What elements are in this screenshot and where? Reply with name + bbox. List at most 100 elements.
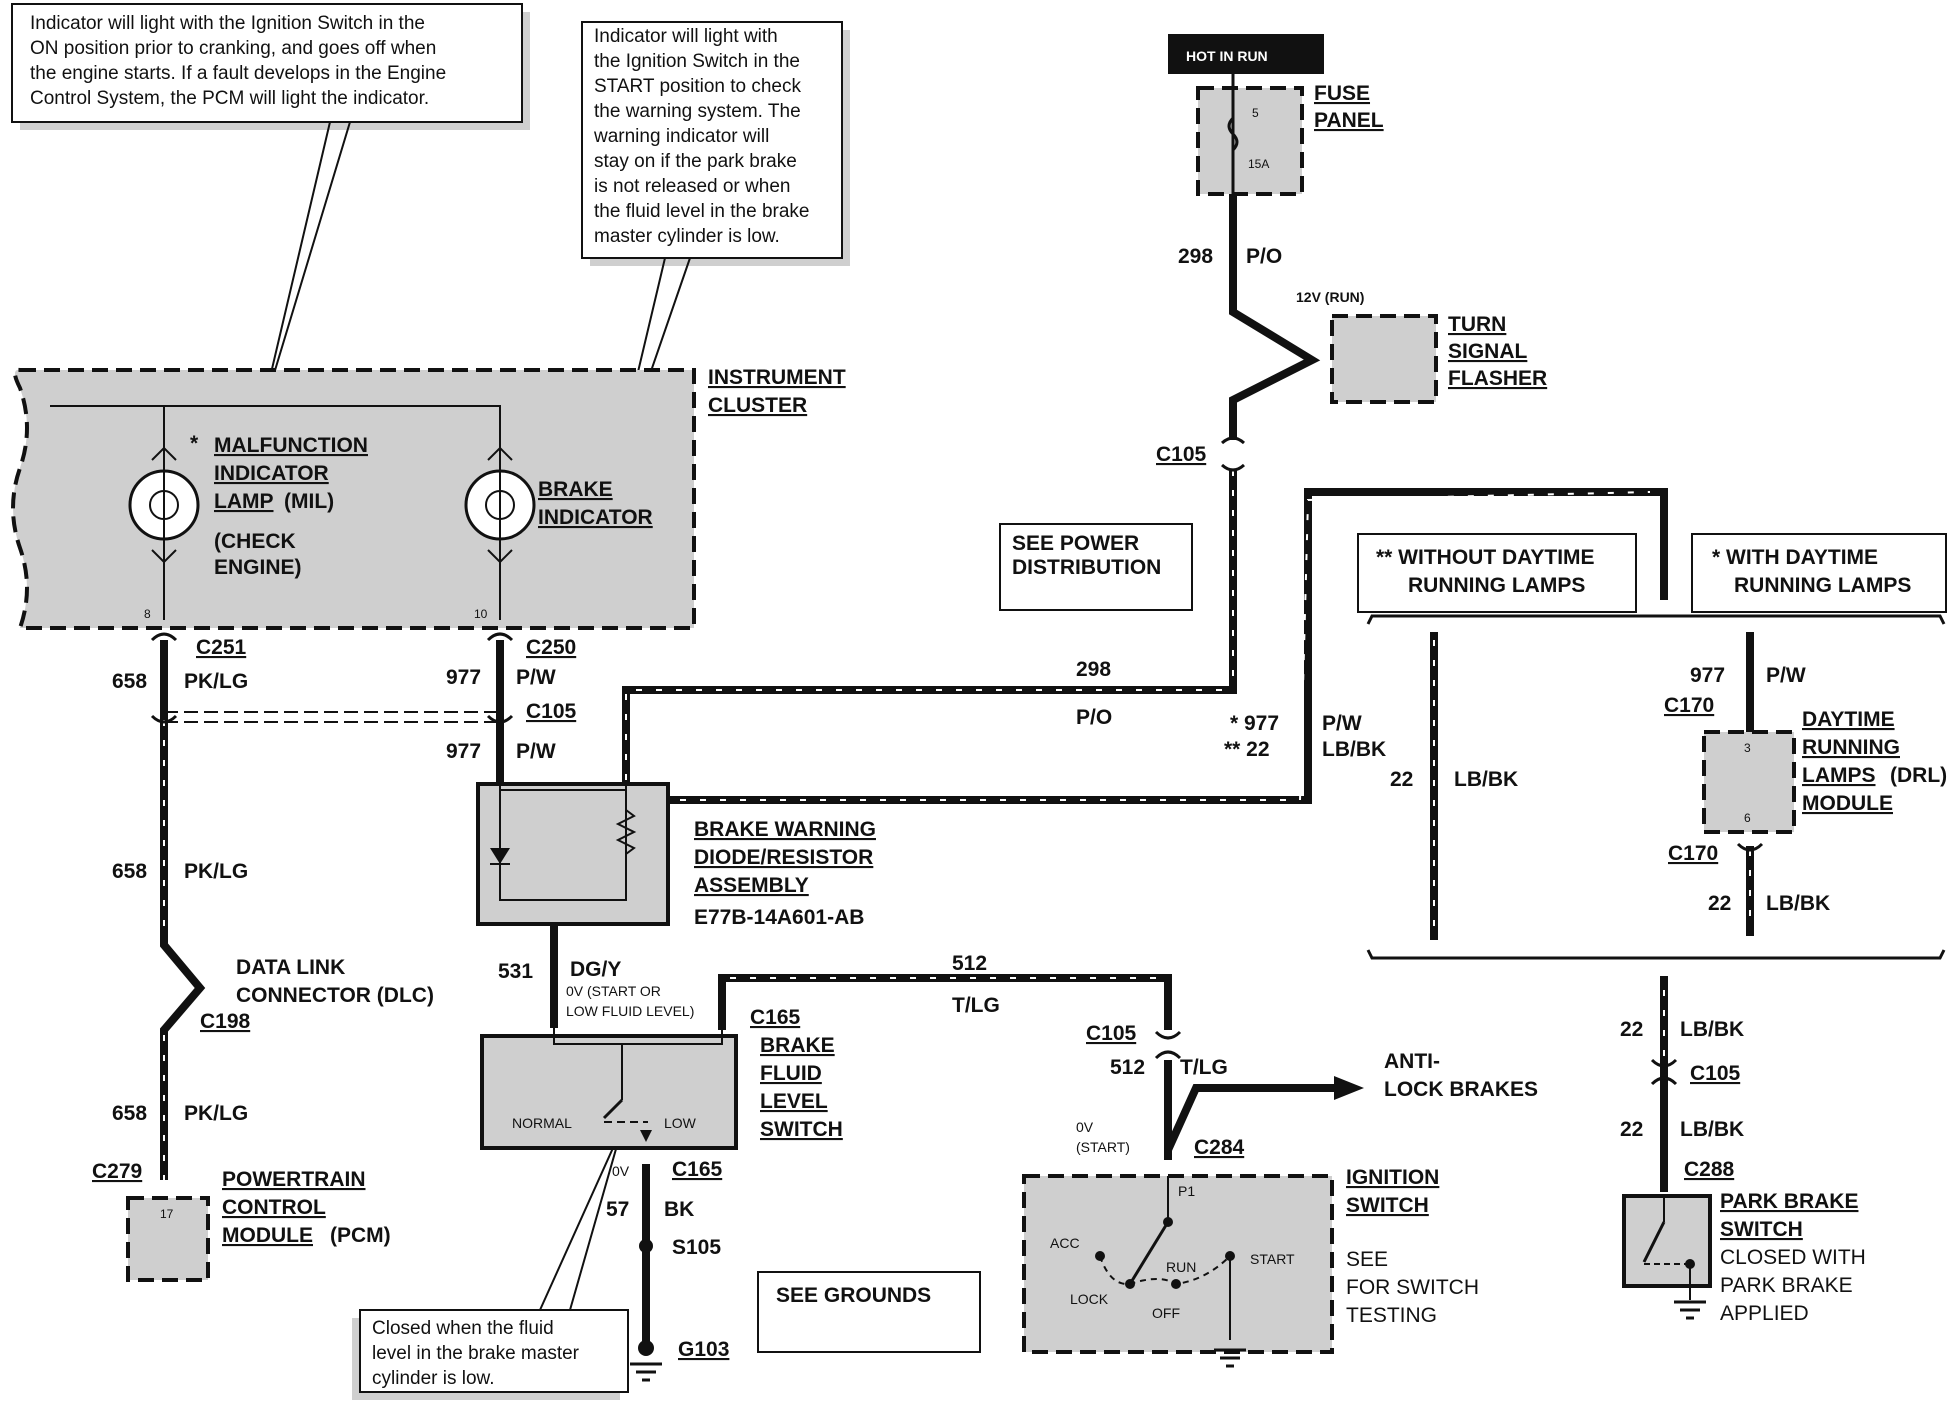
- svg-text:TURN: TURN: [1448, 313, 1506, 336]
- svg-text:(CHECK: (CHECK: [214, 530, 296, 553]
- wire-658: C251 658 PK/LG 658 PK/LG 658 PK/LG C198 …: [92, 632, 500, 1183]
- svg-text:cylinder is low.: cylinder is low.: [372, 1368, 495, 1389]
- svg-text:977: 977: [446, 666, 481, 689]
- svg-text:RUN: RUN: [1166, 1259, 1196, 1275]
- svg-text:master cylinder is low.: master cylinder is low.: [594, 226, 780, 247]
- svg-text:P/W: P/W: [516, 666, 556, 689]
- svg-text:ANTI-: ANTI-: [1384, 1050, 1440, 1073]
- svg-text:22: 22: [1708, 892, 1731, 915]
- fluid-note: Closed when the fluid level in the brake…: [352, 1127, 629, 1400]
- svg-text:DISTRIBUTION: DISTRIBUTION: [1012, 556, 1161, 579]
- svg-text:Indicator will light with the: Indicator will light with the Ignition S…: [30, 13, 425, 34]
- svg-text:57: 57: [606, 1198, 629, 1221]
- svg-text:C165: C165: [672, 1158, 723, 1181]
- svg-text:*: *: [190, 432, 199, 455]
- svg-text:22: 22: [1620, 1018, 1643, 1041]
- svg-text:22: 22: [1390, 768, 1413, 791]
- svg-text:ON position prior to cranking,: ON position prior to cranking, and goes …: [30, 38, 436, 59]
- svg-text:START: START: [1250, 1251, 1295, 1267]
- svg-text:(MIL): (MIL): [284, 490, 334, 513]
- svg-text:S105: S105: [672, 1236, 721, 1259]
- svg-text:CONNECTOR (DLC): CONNECTOR (DLC): [236, 984, 434, 1007]
- svg-text:0V: 0V: [1076, 1119, 1094, 1135]
- svg-text:LAMP: LAMP: [214, 490, 274, 513]
- svg-text:BK: BK: [664, 1198, 694, 1221]
- svg-text:10: 10: [474, 607, 488, 621]
- svg-text:0V (START OR: 0V (START OR: [566, 983, 661, 999]
- svg-text:977: 977: [1690, 664, 1725, 687]
- svg-text:298: 298: [1076, 658, 1111, 681]
- svg-text:SWITCH: SWITCH: [1346, 1194, 1429, 1217]
- svg-text:C251: C251: [196, 636, 247, 659]
- wire-298-top: 298 P/O C105: [1156, 194, 1321, 694]
- svg-text:is not released or when: is not released or when: [594, 176, 790, 197]
- svg-text:298: 298: [1178, 245, 1213, 268]
- svg-text:TESTING: TESTING: [1346, 1304, 1437, 1327]
- wire-977-22: * 977 ** 22 P/W LB/BK: [668, 488, 1668, 804]
- instrument-cluster: INSTRUMENT CLUSTER * MALFUNCTION INDICAT…: [11, 366, 846, 630]
- svg-text:531: 531: [498, 960, 533, 983]
- svg-text:BRAKE: BRAKE: [538, 478, 613, 501]
- svg-text:6: 6: [1744, 811, 1751, 825]
- svg-text:FUSE: FUSE: [1314, 82, 1370, 105]
- svg-text:8: 8: [144, 607, 151, 621]
- svg-text:LB/BK: LB/BK: [1322, 738, 1386, 761]
- svg-text:POWERTRAIN: POWERTRAIN: [222, 1168, 366, 1191]
- svg-text:P1: P1: [1178, 1183, 1195, 1199]
- park-brake-switch: PARK BRAKE SWITCH CLOSED WITH PARK BRAKE…: [1622, 1190, 1866, 1325]
- svg-text:C105: C105: [1156, 443, 1207, 466]
- svg-text:SWITCH: SWITCH: [760, 1118, 843, 1141]
- svg-text:LEVEL: LEVEL: [760, 1090, 828, 1113]
- svg-text:658: 658: [112, 1102, 147, 1125]
- svg-text:LOW FLUID LEVEL): LOW FLUID LEVEL): [566, 1003, 694, 1019]
- svg-text:PK/LG: PK/LG: [184, 670, 248, 693]
- svg-text:INDICATOR: INDICATOR: [214, 462, 329, 485]
- ignition-switch: ACC LOCK RUN OFF START P1 IGNITION SWITC…: [1022, 1166, 1479, 1368]
- turn-signal-flasher: TURN SIGNAL FLASHER 12V (RUN): [1296, 289, 1547, 404]
- svg-text:SIGNAL: SIGNAL: [1448, 340, 1528, 363]
- svg-text:LB/BK: LB/BK: [1766, 892, 1830, 915]
- svg-text:PARK BRAKE: PARK BRAKE: [1720, 1274, 1853, 1297]
- svg-text:OFF: OFF: [1152, 1305, 1180, 1321]
- mil-note: Indicator will light with the Ignition S…: [11, 3, 530, 421]
- svg-text:C198: C198: [200, 1010, 251, 1033]
- svg-text:C105: C105: [1086, 1022, 1137, 1045]
- svg-text:LOCK BRAKES: LOCK BRAKES: [1384, 1078, 1538, 1101]
- svg-text:level in the brake master: level in the brake master: [372, 1343, 580, 1364]
- svg-text:NORMAL: NORMAL: [512, 1115, 572, 1131]
- svg-text:the Ignition Switch in the: the Ignition Switch in the: [594, 51, 800, 72]
- svg-text:RUNNING LAMPS: RUNNING LAMPS: [1408, 574, 1585, 597]
- svg-text:the warning system. The: the warning system. The: [594, 101, 801, 122]
- svg-text:* 977: * 977: [1230, 712, 1279, 735]
- svg-text:SWITCH: SWITCH: [1720, 1218, 1803, 1241]
- svg-text:CLUSTER: CLUSTER: [708, 394, 807, 417]
- svg-text:C284: C284: [1194, 1136, 1245, 1159]
- svg-text:ACC: ACC: [1050, 1235, 1080, 1251]
- svg-text:Indicator will light with: Indicator will light with: [594, 26, 778, 47]
- wire-57-ground: 0V C165 57 BK S105 G103: [606, 1158, 729, 1382]
- svg-text:G103: G103: [678, 1338, 729, 1361]
- svg-text:T/LG: T/LG: [952, 994, 1000, 1017]
- svg-text:LAMPS: LAMPS: [1802, 764, 1876, 787]
- svg-text:stay on if the park brake: stay on if the park brake: [594, 151, 797, 172]
- wire-531: 531 DG/Y 0V (START OR LOW FLUID LEVEL): [498, 924, 694, 1028]
- svg-text:warning indicator will: warning indicator will: [593, 126, 769, 147]
- svg-text:5: 5: [1252, 106, 1259, 120]
- data-link-connector: DATA LINK CONNECTOR (DLC): [236, 956, 434, 1007]
- svg-text:the engine starts. If a fault: the engine starts. If a fault develops i…: [30, 63, 446, 84]
- hot-in-run-bar: HOT IN RUN: [1168, 34, 1324, 74]
- svg-text:P/W: P/W: [516, 740, 556, 763]
- svg-text:RUNNING: RUNNING: [1802, 736, 1900, 759]
- svg-text:DATA LINK: DATA LINK: [236, 956, 345, 979]
- brake-fluid-level-switch: NORMAL LOW BRAKE FLUID LEVEL SWITCH: [480, 1028, 843, 1150]
- svg-text:C170: C170: [1668, 842, 1718, 865]
- svg-text:** 22: ** 22: [1224, 738, 1270, 761]
- svg-text:PARK BRAKE: PARK BRAKE: [1720, 1190, 1858, 1213]
- svg-text:PK/LG: PK/LG: [184, 1102, 248, 1125]
- drl-module: 3 6 977 P/W C170 C170 22 LB/BK DAYTIME R…: [1664, 632, 1947, 936]
- svg-text:LOW: LOW: [664, 1115, 697, 1131]
- svg-text:T/LG: T/LG: [1180, 1056, 1228, 1079]
- svg-text:P/O: P/O: [1246, 245, 1282, 268]
- fuse-panel: 5 15A FUSE PANEL: [1196, 74, 1384, 196]
